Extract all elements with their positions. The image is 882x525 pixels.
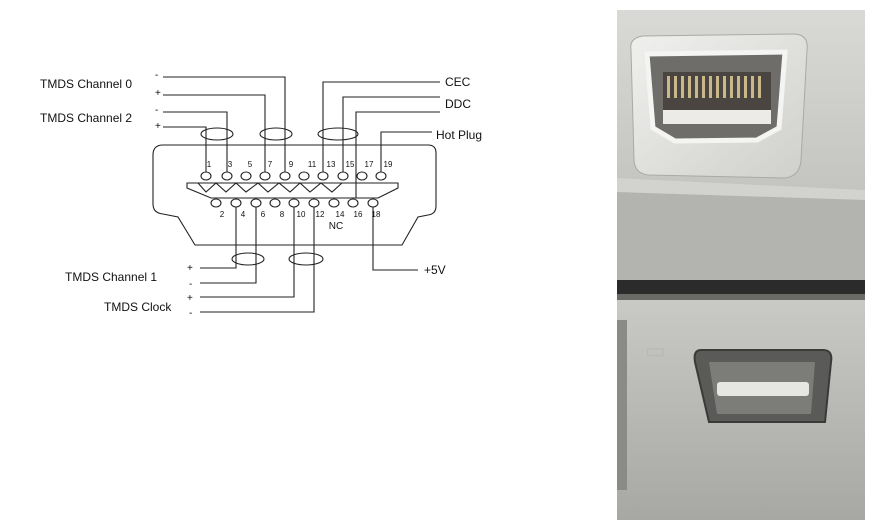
pair-ring-ch0: [259, 127, 293, 141]
polarity-plus: +: [187, 293, 193, 304]
pin-number: 4: [241, 210, 246, 219]
polarity-plus: +: [187, 263, 193, 274]
pins-bottom-row: [210, 198, 379, 208]
polarity-plus: +: [155, 121, 161, 132]
pin-number: 11: [308, 160, 317, 169]
lead-clock-plus: [200, 206, 295, 298]
pin-pad: [347, 198, 359, 208]
lead-ch2-minus: [163, 111, 228, 172]
nc-label: NC: [329, 221, 343, 232]
pin-number: 6: [261, 210, 266, 219]
pair-ring-ch1: [231, 252, 265, 266]
lead-ch0-plus: [163, 94, 266, 172]
pin-pad: [337, 171, 349, 181]
pin-pad: [200, 171, 212, 181]
pin-separator: [197, 182, 343, 193]
label-plus-5v: +5V: [424, 263, 446, 277]
pin-pad: [230, 198, 242, 208]
connector-outline: [152, 144, 437, 246]
connector-tongue: [186, 182, 399, 199]
pin-pad: [356, 171, 368, 181]
pin-pad: [375, 171, 387, 181]
chassis-seam-shadow: [617, 294, 865, 300]
pin-number: 16: [354, 210, 363, 219]
pin-number: 14: [336, 210, 345, 219]
hdmi-pinout-diagram: 1 3 5 7 9 11 13 15 17 19 2 4 6 8 10 12 1…: [40, 70, 482, 319]
pin-number: 18: [372, 210, 381, 219]
pin-number: 9: [289, 160, 294, 169]
pin-number: 5: [248, 160, 253, 169]
connector-photo: ▭: [617, 10, 865, 520]
pin-number: 3: [228, 160, 233, 169]
pin-number: 13: [327, 160, 336, 169]
chassis-seam: [617, 280, 865, 294]
polarity-minus: -: [155, 70, 158, 81]
pin-number: 7: [268, 160, 273, 169]
pin-number: 1: [207, 160, 212, 169]
lead-ch1-plus: [200, 206, 237, 269]
mini-displayport-plug: [630, 33, 808, 179]
pin-pad: [367, 198, 379, 208]
pair-ring-clock: [288, 252, 324, 266]
pin-number: 8: [280, 210, 285, 219]
socket-tongue: [717, 382, 809, 396]
label-tmds-channel-1: TMDS Channel 1: [65, 270, 157, 284]
lead-ch0-minus: [163, 76, 286, 172]
plug-contacts: [667, 76, 761, 98]
pin-pad: [288, 198, 300, 208]
lead-ddc-a: [342, 96, 440, 172]
pin-pad: [259, 171, 271, 181]
pin-number: 17: [365, 160, 374, 169]
plug-tongue: [663, 110, 771, 124]
label-cec: CEC: [445, 75, 471, 89]
label-tmds-channel-2: TMDS Channel 2: [40, 111, 132, 125]
lead-ddc-b: [355, 111, 440, 198]
port-emboss-mark: ▭: [645, 338, 666, 363]
pair-ring-cec-ddc: [317, 127, 359, 141]
pin-pad: [210, 198, 222, 208]
label-tmds-clock: TMDS Clock: [104, 300, 172, 314]
label-hot-plug: Hot Plug: [436, 128, 482, 142]
pin-number: 2: [220, 210, 225, 219]
pin-number: 12: [316, 210, 325, 219]
pin-pad: [328, 198, 340, 208]
lead-ch2-plus: [163, 126, 207, 172]
pin-pad: [240, 171, 252, 181]
pins-top-row: [200, 171, 387, 181]
pin-number: 19: [384, 160, 393, 169]
pin-pad: [250, 198, 262, 208]
pin-number: 15: [346, 160, 355, 169]
label-tmds-channel-0: TMDS Channel 0: [40, 77, 132, 91]
label-ddc: DDC: [445, 97, 471, 111]
pin-pad: [298, 171, 310, 181]
pin-pad: [279, 171, 291, 181]
pin-number: 10: [297, 210, 306, 219]
lead-5v: [372, 206, 418, 271]
laptop-chassis-highlight: [617, 178, 865, 200]
laptop-chassis: [617, 178, 865, 282]
polarity-minus: -: [189, 308, 192, 319]
polarity-plus: +: [155, 88, 161, 99]
lead-clock-minus: [200, 206, 315, 313]
lead-hot-plug: [380, 131, 432, 172]
lead-cec: [322, 81, 440, 172]
adjacent-port: [617, 320, 627, 490]
pin-pad: [308, 198, 320, 208]
pair-ring-ch2: [200, 127, 234, 141]
pin-pad: [317, 171, 329, 181]
polarity-minus: -: [189, 279, 192, 290]
polarity-minus: -: [155, 105, 158, 116]
pin-pad: [269, 198, 281, 208]
lead-ch1-minus: [200, 206, 257, 284]
pin-pad: [221, 171, 233, 181]
